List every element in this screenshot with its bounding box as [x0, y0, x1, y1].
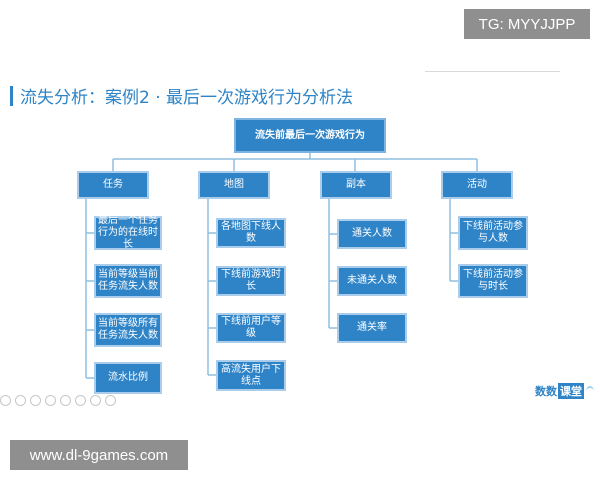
map-item-3: 下线前用户等级: [216, 313, 286, 343]
brand-text-2: 课堂: [558, 383, 584, 399]
category-map: 地图: [198, 171, 270, 199]
brand-logo: 数数 课堂: [535, 382, 594, 400]
footer-circle-icon: [45, 395, 56, 406]
footer-circle-icon: [75, 395, 86, 406]
map-item-4: 高流失用户下线点: [216, 360, 286, 391]
category-dungeon: 副本: [320, 171, 392, 199]
footer-icon-row: [0, 395, 116, 406]
slide-title-group: 流失分析：案例2 · 最后一次游戏行为分析法: [10, 83, 353, 108]
task-item-4: 流水比例: [94, 362, 162, 394]
title-accent-bar: [10, 85, 13, 106]
brand-arc-icon: [586, 386, 594, 396]
event-item-1: 下线前活动参与人数: [458, 216, 528, 250]
footer-circle-icon: [0, 395, 11, 406]
footer-circle-icon: [90, 395, 101, 406]
footer-circle-icon: [105, 395, 116, 406]
dungeon-item-1: 通关人数: [337, 219, 407, 249]
category-event: 活动: [441, 171, 513, 199]
brand-text-1: 数数: [535, 385, 557, 398]
map-item-2: 下线前游戏时长: [216, 266, 286, 296]
watermark-bottom: www.dl-9games.com: [10, 440, 188, 470]
task-item-1: 最后一个任务行为的在线时长: [94, 215, 162, 250]
map-item-1: 各地图下线人数: [216, 218, 286, 248]
task-item-3: 当前等级所有任务流失人数: [94, 313, 162, 347]
footer-circle-icon: [60, 395, 71, 406]
top-divider: [425, 71, 560, 72]
task-item-2: 当前等级当前任务流失人数: [94, 264, 162, 298]
slide-title: 流失分析：案例2 · 最后一次游戏行为分析法: [20, 88, 354, 108]
watermark-top: TG: MYYJJPP: [464, 9, 590, 39]
dungeon-item-3: 通关率: [337, 313, 407, 343]
footer-circle-icon: [30, 395, 41, 406]
category-task: 任务: [77, 171, 149, 199]
event-item-2: 下线前活动参与时长: [458, 264, 528, 298]
dungeon-item-2: 未通关人数: [337, 266, 407, 296]
footer-circle-icon: [15, 395, 26, 406]
root-node: 流失前最后一次游戏行为: [234, 118, 386, 153]
